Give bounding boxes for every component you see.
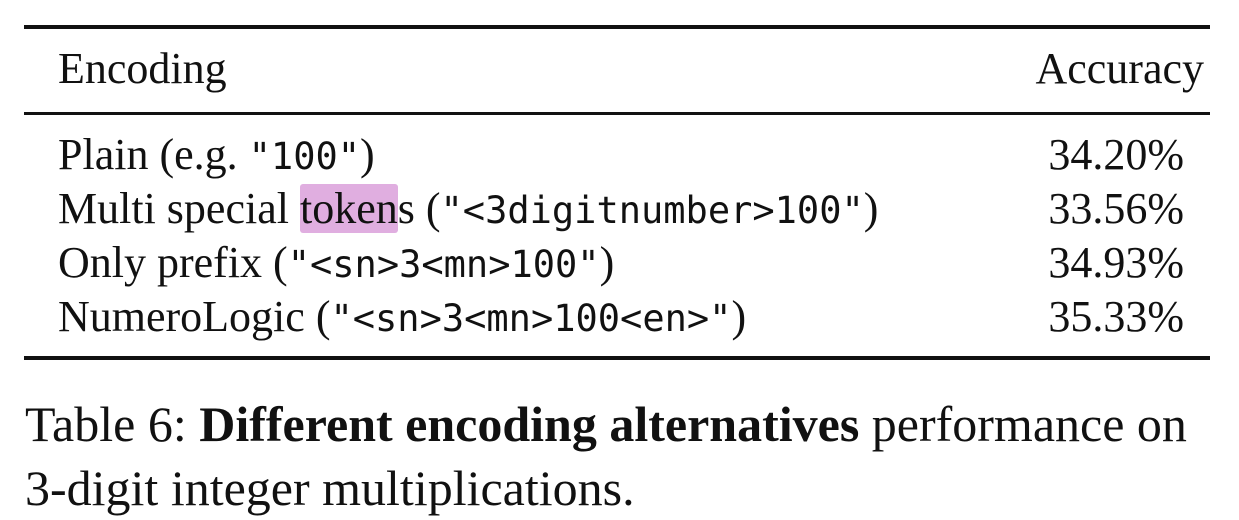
- table-row-multi-special-encoding: Multi special tokens ("<3digitnumber>100…: [58, 182, 878, 238]
- table-header-rule: [24, 112, 1210, 115]
- row-label-suffix: s (: [397, 184, 441, 233]
- table-row-only-prefix-encoding: Only prefix ("<sn>3<mn>100"): [58, 236, 614, 292]
- row-close: ): [599, 238, 615, 287]
- caption-rest: performance on 3-digit integer multiplic…: [25, 396, 1187, 516]
- caption-label: Table 6:: [25, 396, 200, 452]
- row-code: "<3digitnumber>100": [440, 189, 864, 232]
- table-caption: Table 6: Different encoding alternatives…: [25, 392, 1225, 520]
- row-code: "<sn>3<mn>100": [287, 243, 600, 286]
- row-code: "100": [248, 135, 361, 178]
- table-bottom-rule: [24, 356, 1210, 360]
- row-close: ): [360, 130, 375, 179]
- row-label: Plain (e.g.: [58, 130, 249, 179]
- column-header-accuracy: Accuracy: [1035, 44, 1204, 93]
- column-header-encoding: Encoding: [58, 44, 227, 93]
- table-row-plain-encoding: Plain (e.g. "100"): [58, 128, 375, 184]
- table-row-multi-special-accuracy: 33.56%: [1048, 184, 1184, 233]
- table-row-numerologic-encoding: NumeroLogic ("<sn>3<mn>100<en>"): [58, 290, 746, 346]
- table-row-only-prefix-accuracy: 34.93%: [1048, 238, 1184, 287]
- row-code: "<sn>3<mn>100<en>": [330, 297, 732, 340]
- row-label: Only prefix (: [58, 238, 288, 287]
- table-row-numerologic-accuracy: 35.33%: [1048, 292, 1184, 341]
- row-close: ): [731, 292, 747, 341]
- caption-bold: Different encoding alternatives: [199, 396, 860, 452]
- row-label: NumeroLogic (: [58, 292, 331, 341]
- row-label: Multi special: [58, 184, 300, 233]
- row-close: ): [863, 184, 879, 233]
- table-row-plain-accuracy: 34.20%: [1048, 130, 1184, 179]
- table-top-rule: [24, 25, 1210, 29]
- highlighted-text: token: [299, 184, 398, 233]
